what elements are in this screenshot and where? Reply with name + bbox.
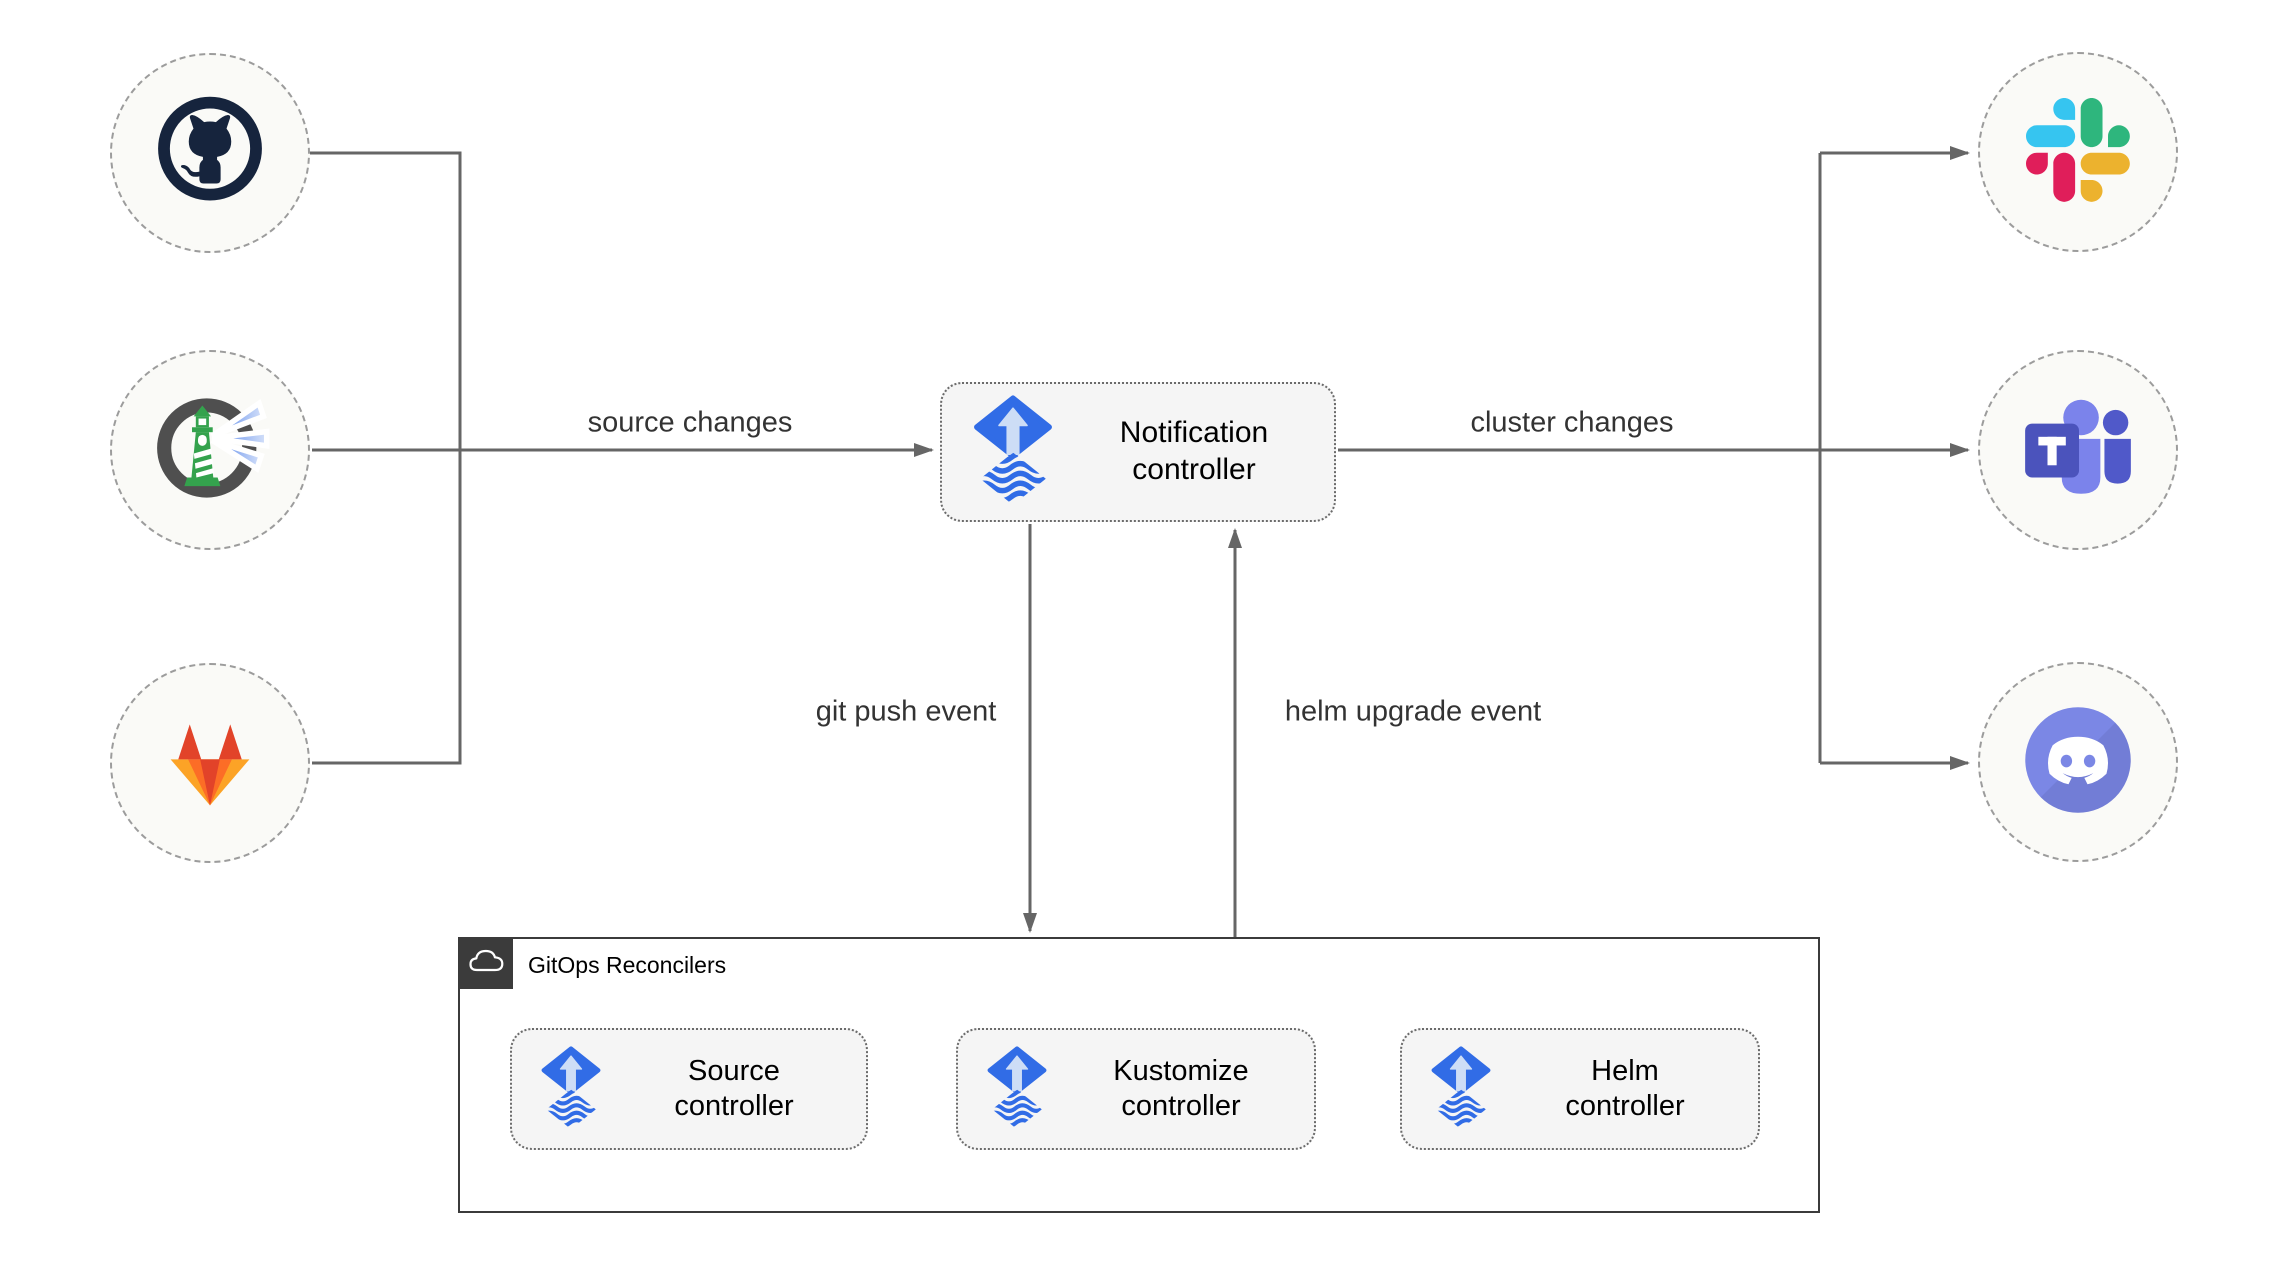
endpoint-gitlab[interactable] bbox=[110, 663, 310, 863]
flux-icon bbox=[972, 395, 1054, 510]
endpoint-discord[interactable] bbox=[1978, 662, 2178, 862]
node-helm-controller[interactable]: Helm controller bbox=[1400, 1028, 1760, 1150]
discord-icon bbox=[2020, 702, 2136, 823]
node-source-controller[interactable]: Source controller bbox=[510, 1028, 868, 1150]
endpoint-slack[interactable] bbox=[1978, 52, 2178, 252]
node-kustomize-controller[interactable]: Kustomize controller bbox=[956, 1028, 1316, 1150]
slack-icon bbox=[2026, 97, 2130, 207]
github-icon bbox=[151, 92, 269, 215]
node-label: Helm controller bbox=[1565, 1054, 1685, 1122]
node-notification-controller[interactable]: Notification controller bbox=[940, 382, 1336, 522]
harbor-icon bbox=[150, 388, 270, 513]
gitlab-icon bbox=[155, 709, 265, 818]
flux-icon bbox=[986, 1046, 1048, 1133]
flux-icon bbox=[540, 1046, 602, 1133]
edge-label-cluster-changes: cluster changes bbox=[1470, 406, 1674, 439]
endpoint-harbor[interactable] bbox=[110, 350, 310, 550]
group-title: GitOps Reconcilers bbox=[528, 951, 727, 978]
edge-label-helm-upgrade-event: helm upgrade event bbox=[1284, 695, 1542, 728]
group-badge bbox=[458, 937, 513, 989]
node-label: Source controller bbox=[674, 1054, 794, 1122]
endpoint-teams[interactable] bbox=[1978, 350, 2178, 550]
teams-icon bbox=[2017, 392, 2139, 509]
edge-label-git-push-event: git push event bbox=[815, 695, 997, 728]
edge-label-source-changes: source changes bbox=[587, 406, 793, 439]
cloud-icon bbox=[468, 947, 504, 980]
node-label: Kustomize controller bbox=[1113, 1054, 1249, 1122]
flux-icon bbox=[1430, 1046, 1492, 1133]
node-label: Notification controller bbox=[1119, 416, 1269, 486]
endpoint-github[interactable] bbox=[110, 53, 310, 253]
